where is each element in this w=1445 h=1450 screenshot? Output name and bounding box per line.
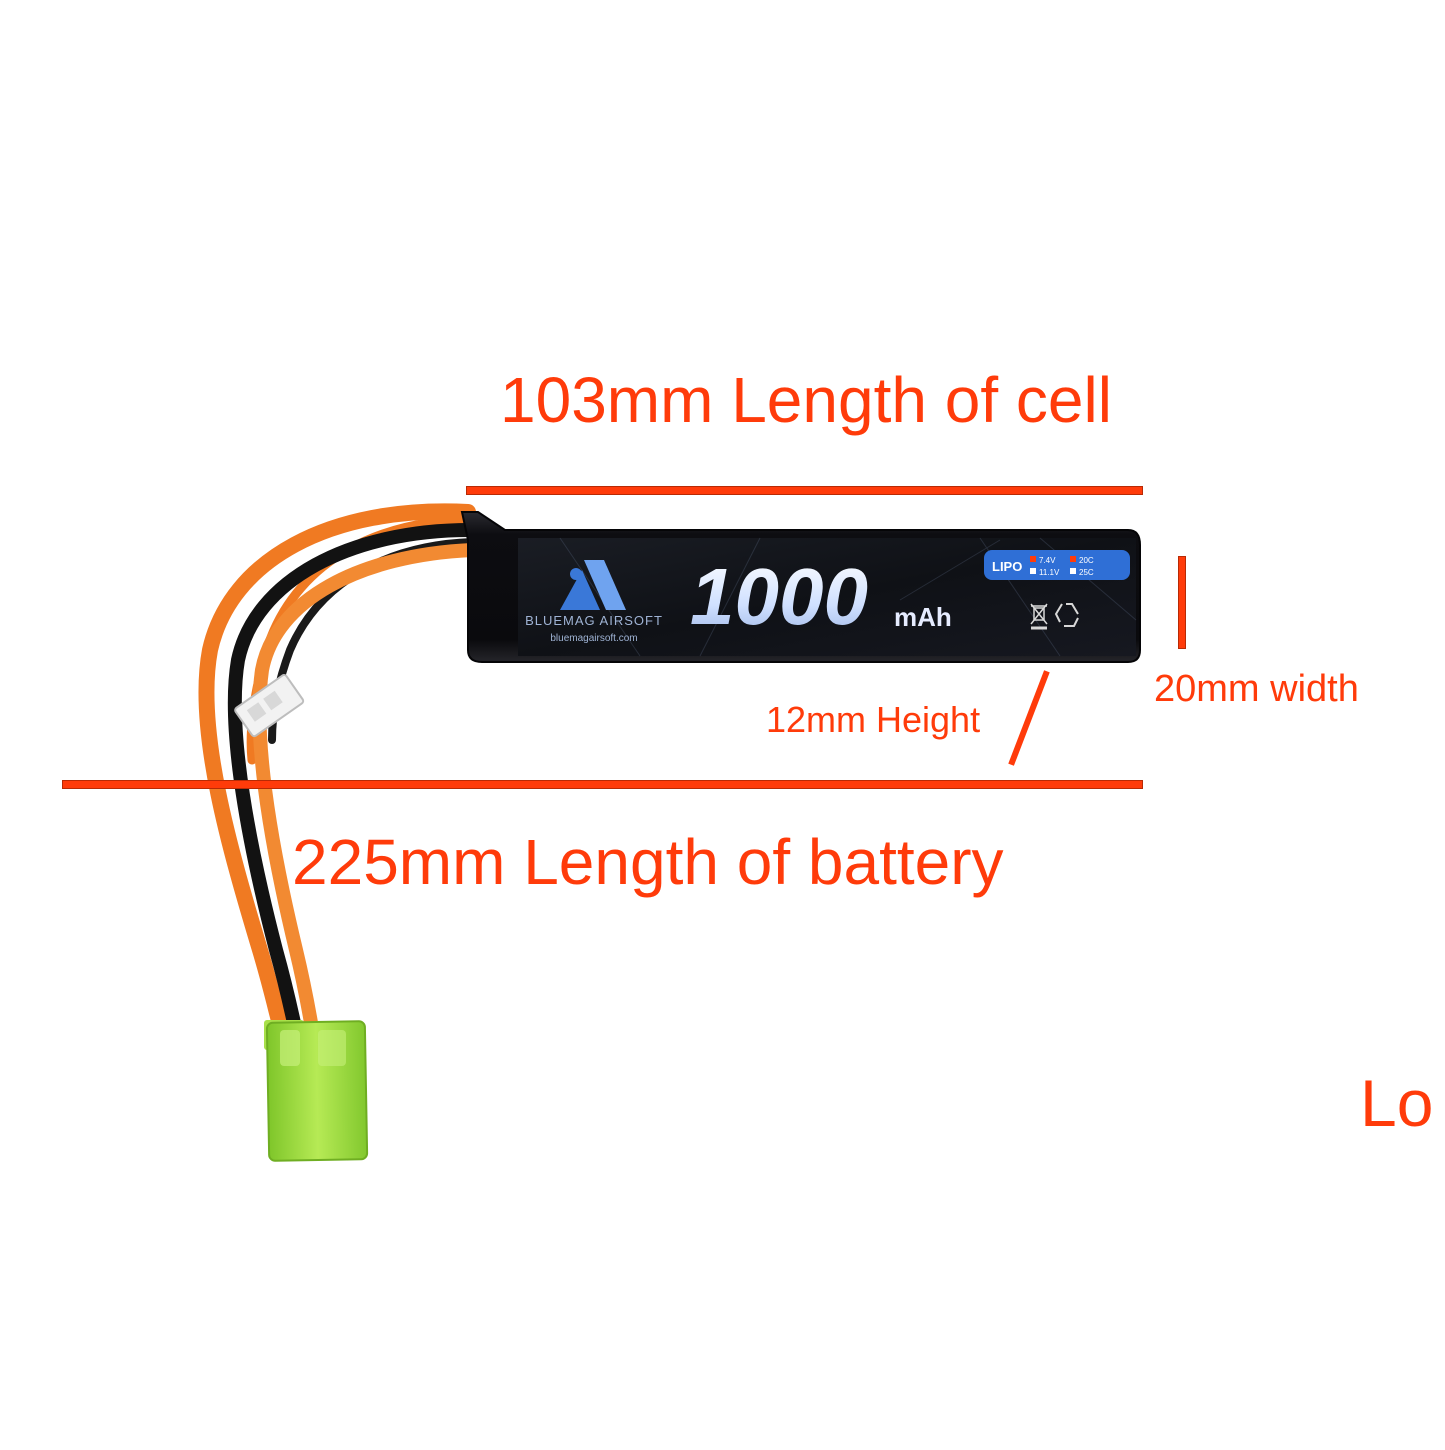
cell-length-line <box>466 486 1143 495</box>
mini-tamiya-connector <box>264 1020 369 1162</box>
main-wire-orange-inner <box>252 543 479 1047</box>
voltage-option-1: 7.4V <box>1039 556 1056 565</box>
main-wire-black <box>227 523 477 1047</box>
lipo-badge <box>984 550 1130 580</box>
bluemag-logo-icon <box>560 560 626 610</box>
main-wire-orange-outer <box>198 503 476 1048</box>
bin-icon <box>1030 603 1048 630</box>
height-label: 12mm Height <box>766 699 981 740</box>
voltage-option-2: 11.1V <box>1039 568 1060 577</box>
capacity-value: 1000 <box>690 552 868 641</box>
capacity-unit: mAh <box>894 602 952 632</box>
battery-length-line <box>62 780 1143 789</box>
battery-length-label: 225mm Length of battery <box>292 826 1004 898</box>
brand-name: BLUEMAG AIRSOFT <box>525 613 663 628</box>
c-rating-option-2: 25C <box>1079 568 1094 577</box>
cut-off-label: Lo <box>1360 1066 1434 1140</box>
brand-website: bluemagairsoft.com <box>550 633 637 644</box>
balance-connector <box>234 674 305 738</box>
width-line <box>1178 556 1186 649</box>
battery-cell: BLUEMAG AIRSOFT bluemagairsoft.com 1000 … <box>460 511 1141 663</box>
width-label: 20mm width <box>1154 668 1359 710</box>
cell-length-label: 103mm Length of cell <box>500 364 1112 436</box>
recycle-icon <box>1054 603 1079 627</box>
c-rating-option-1: 20C <box>1079 556 1094 565</box>
lipo-chemistry: LIPO <box>992 559 1022 574</box>
